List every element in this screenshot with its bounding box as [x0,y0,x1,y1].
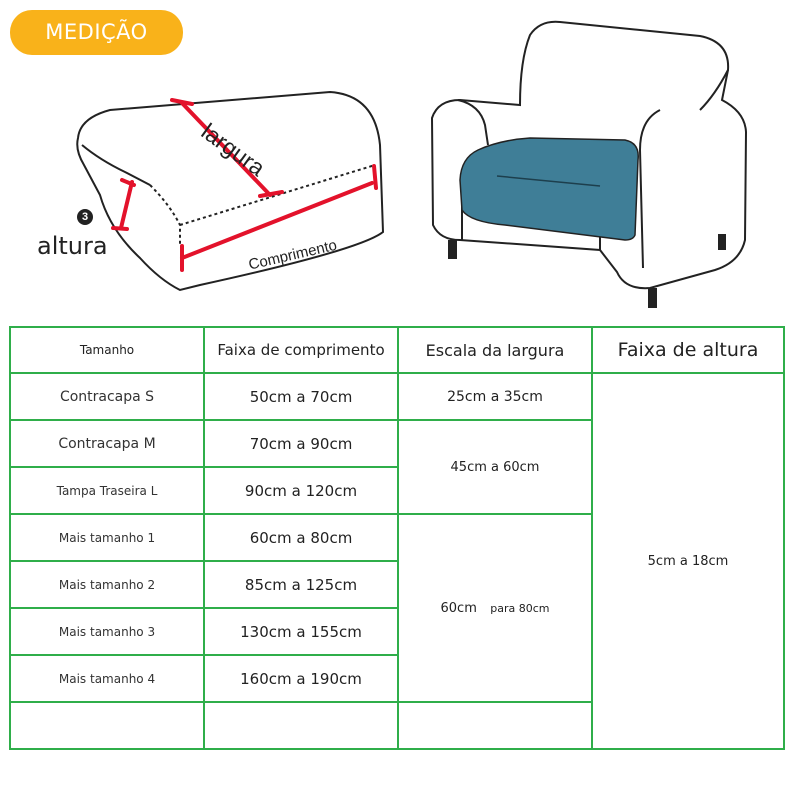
measurement-illustration [76,20,748,308]
length-cell: 90cm a 120cm [203,466,399,515]
measurement-lines [111,98,378,272]
size-cell: Contracapa M [9,419,205,468]
length-cell: 50cm a 70cm [203,372,399,421]
height-label: altura [37,232,108,260]
step-number-badge: 3 [77,209,93,225]
header-width: Escala da largura [397,326,593,374]
height-value: 5cm a 18cm [647,553,729,569]
header-length: Faixa de comprimento [203,326,399,374]
filler-cell [9,701,205,750]
height-cell: 5cm a 18cm [591,372,785,750]
table-header-row: Tamanho Faixa de comprimento Escala da l… [9,326,785,374]
width-value-main: 60cm [440,601,477,616]
size-table: Tamanho Faixa de comprimento Escala da l… [9,326,785,750]
width-cell: 25cm a 35cm [397,372,593,421]
table-filler-row [9,701,784,750]
header-height: Faixa de altura [591,326,785,374]
header-size: Tamanho [9,326,205,374]
table-row: Contracapa S 50cm a 70cm 25cm a 35cm 5cm… [9,372,785,750]
width-cell: 60cm para 80cm [397,513,593,703]
table-row: Mais tamanho 2 85cm a 125cm [9,560,784,609]
size-cell: Mais tamanho 3 [9,607,205,656]
length-cell: 85cm a 125cm [203,560,399,609]
size-cell: Mais tamanho 4 [9,654,205,703]
length-cell: 130cm a 155cm [203,607,399,656]
filler-cell [203,701,399,750]
table-row: Mais tamanho 4 160cm a 190cm [9,654,784,703]
size-cell: Mais tamanho 2 [9,560,205,609]
table-row: Mais tamanho 3 130cm a 155cm [9,607,784,656]
length-cell: 60cm a 80cm [203,513,399,562]
table-row: Mais tamanho 1 60cm a 80cm 60cm para 80c… [9,513,784,703]
length-cell: 160cm a 190cm [203,654,399,703]
measurement-badge: MEDIÇÃO [10,10,183,55]
size-cell: Contracapa S [9,372,205,421]
width-cell: 45cm a 60cm [397,419,593,515]
size-cell: Tampa Traseira L [9,466,205,515]
size-cell: Mais tamanho 1 [9,513,205,562]
chair-legs [448,234,726,308]
filler-cell [397,701,593,750]
table-row: Contracapa M 70cm a 90cm 45cm a 60cm [9,419,784,515]
table-row: Tampa Traseira L 90cm a 120cm [9,466,784,515]
length-cell: 70cm a 90cm [203,419,399,468]
width-value-rest: para 80cm [490,602,550,615]
cushion-drawing [76,90,385,292]
seat-cushion-highlight [459,137,639,241]
